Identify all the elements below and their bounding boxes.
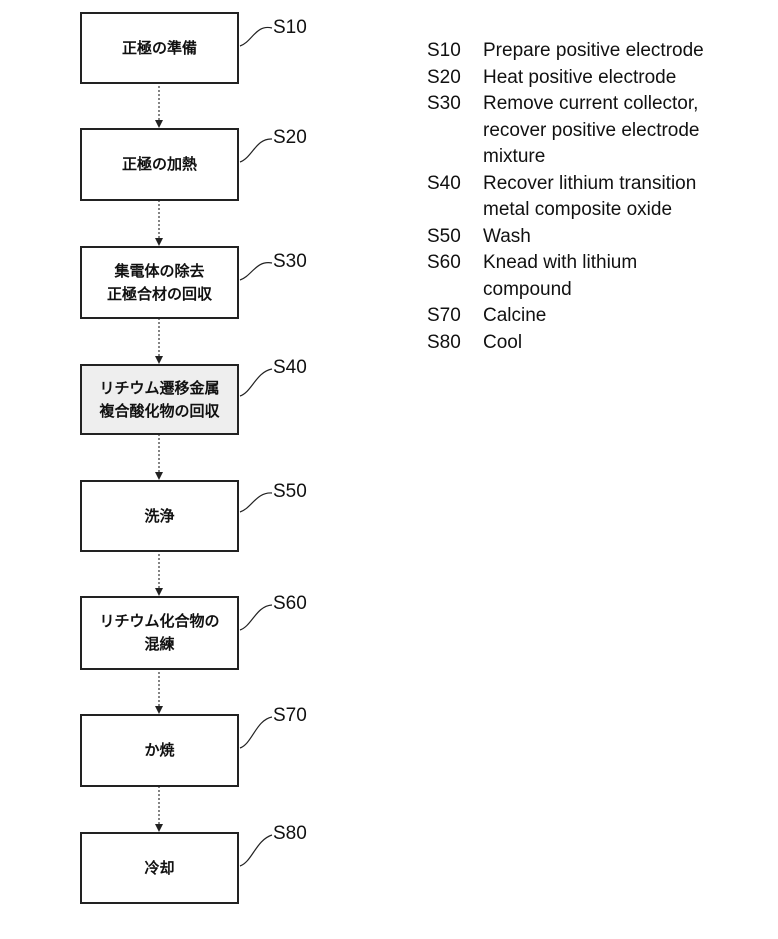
step-s20-label: 正極の加熱	[122, 153, 197, 176]
step-s40-label: リチウム遷移金属 複合酸化物の回収	[99, 377, 219, 423]
step-s70-label: か焼	[144, 739, 174, 762]
step-s10-box: 正極の準備	[80, 12, 239, 84]
step-s80-box: 冷却	[80, 832, 239, 904]
step-s50-code: S50	[273, 481, 307, 503]
legend-row-s20: S20 Heat positive electrode	[427, 65, 743, 92]
step-s60-box: リチウム化合物の 混練	[80, 596, 239, 670]
step-s50-box: 洗浄	[80, 480, 239, 552]
legend-text: Wash	[483, 224, 743, 251]
legend-row-s70: S70 Calcine	[427, 303, 743, 330]
step-s60-label: リチウム化合物の 混練	[99, 610, 219, 656]
step-s80-code: S80	[273, 823, 307, 845]
step-s30-label: 集電体の除去 正極合材の回収	[107, 260, 212, 306]
legend-row-s80: S80 Cool	[427, 330, 743, 357]
step-s50-label: 洗浄	[144, 505, 174, 528]
step-s30-code: S30	[273, 251, 307, 273]
step-s40-code: S40	[273, 357, 307, 379]
legend-code: S50	[427, 224, 483, 251]
step-s10-code: S10	[273, 17, 307, 39]
step-s80-label: 冷却	[144, 857, 174, 880]
legend-code: S20	[427, 65, 483, 92]
legend-text: Recover lithium transition metal composi…	[483, 171, 743, 224]
step-s20-code: S20	[273, 127, 307, 149]
legend-row-s40: S40 Recover lithium transition metal com…	[427, 171, 743, 224]
step-s70-code: S70	[273, 705, 307, 727]
legend-code: S40	[427, 171, 483, 224]
legend-text: Cool	[483, 330, 743, 357]
legend-text: Knead with lithium compound	[483, 250, 673, 303]
legend-row-s60: S60 Knead with lithium compound	[427, 250, 743, 303]
step-s70-box: か焼	[80, 714, 239, 787]
step-s20-box: 正極の加熱	[80, 128, 239, 201]
legend-code: S60	[427, 250, 483, 303]
legend-code: S70	[427, 303, 483, 330]
legend-row-s10: S10 Prepare positive electrode	[427, 38, 743, 65]
step-s60-code: S60	[273, 593, 307, 615]
step-s10-label: 正極の準備	[122, 37, 197, 60]
legend-text: Heat positive electrode	[483, 65, 743, 92]
step-s30-box: 集電体の除去 正極合材の回収	[80, 246, 239, 319]
legend-code: S80	[427, 330, 483, 357]
legend-code: S10	[427, 38, 483, 65]
legend-text: Prepare positive electrode	[483, 38, 743, 65]
legend-text: Calcine	[483, 303, 743, 330]
legend-text: Remove current collector, recover positi…	[483, 91, 743, 171]
legend-row-s30: S30 Remove current collector, recover po…	[427, 91, 743, 171]
legend-row-s50: S50 Wash	[427, 224, 743, 251]
step-legend: S10 Prepare positive electrode S20 Heat …	[427, 38, 743, 356]
legend-code: S30	[427, 91, 483, 171]
step-s40-box: リチウム遷移金属 複合酸化物の回収	[80, 364, 239, 435]
